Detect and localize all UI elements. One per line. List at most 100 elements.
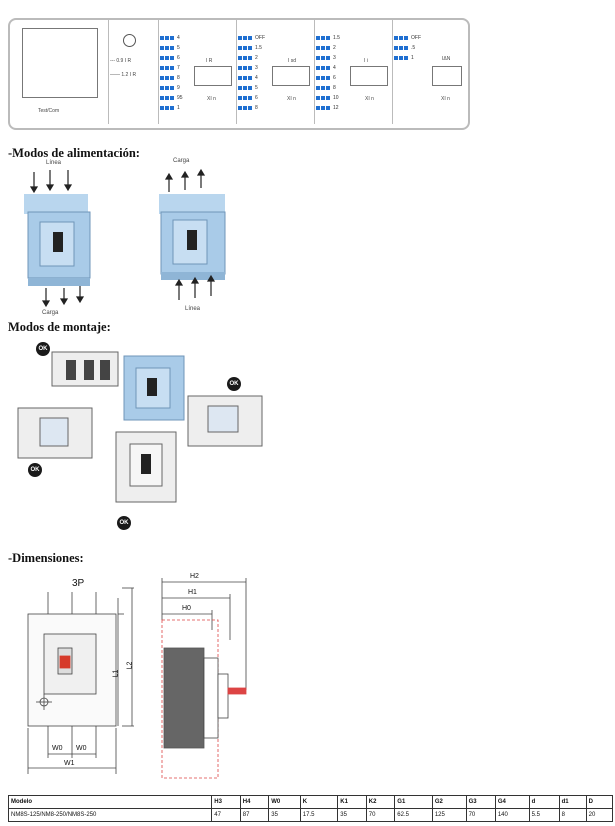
- mounting-illustration: [17, 351, 263, 503]
- label-l2: L2: [126, 661, 134, 670]
- dip-switch[interactable]: [248, 76, 252, 80]
- feed-bottom-line-label: Línea: [185, 306, 201, 312]
- dip-switch[interactable]: [170, 106, 174, 110]
- dip-switch[interactable]: [243, 86, 247, 90]
- dip-switch[interactable]: [160, 36, 164, 40]
- dip-switch[interactable]: [316, 76, 320, 80]
- dip-switch[interactable]: [160, 86, 164, 90]
- dip-switch[interactable]: [238, 76, 242, 80]
- dip-switch[interactable]: [248, 96, 252, 100]
- dip-switch[interactable]: [316, 56, 320, 60]
- dip-switch[interactable]: [243, 46, 247, 50]
- dip-switch[interactable]: [404, 46, 408, 50]
- dip-switch[interactable]: [238, 106, 242, 110]
- dip-switch[interactable]: [326, 66, 330, 70]
- dip-switch[interactable]: [165, 46, 169, 50]
- dip-switch[interactable]: [170, 96, 174, 100]
- dip-switch[interactable]: [326, 36, 330, 40]
- dip-switch[interactable]: [238, 46, 242, 50]
- dip-switch[interactable]: [404, 56, 408, 60]
- dip-switch[interactable]: [326, 46, 330, 50]
- dip-switch[interactable]: [170, 46, 174, 50]
- dip-step-label: 3: [255, 65, 258, 71]
- dip-switch[interactable]: [238, 96, 242, 100]
- dip-switch[interactable]: [160, 46, 164, 50]
- dip-switch[interactable]: [399, 56, 403, 60]
- dip-switch[interactable]: [316, 36, 320, 40]
- dip-switch[interactable]: [170, 86, 174, 90]
- dip-switch[interactable]: [326, 76, 330, 80]
- legend-12: —— 1.2 I R: [110, 72, 137, 78]
- dip-switch[interactable]: [326, 106, 330, 110]
- table-header-cell: K1: [337, 795, 367, 809]
- dip-switch[interactable]: [165, 96, 169, 100]
- dip-switch[interactable]: [165, 36, 169, 40]
- dip-switch[interactable]: [160, 106, 164, 110]
- dip-switch[interactable]: [394, 46, 398, 50]
- dip-switch[interactable]: [243, 76, 247, 80]
- dip-switch[interactable]: [160, 76, 164, 80]
- dip-switch[interactable]: [321, 86, 325, 90]
- dip-step-label: 6: [255, 95, 258, 101]
- dip-switch[interactable]: [165, 106, 169, 110]
- dip-switch[interactable]: [243, 56, 247, 60]
- dip-step-label: 2: [255, 55, 258, 61]
- dip-switch[interactable]: [321, 36, 325, 40]
- dip-step-label: 4: [255, 75, 258, 81]
- dip-switch[interactable]: [326, 56, 330, 60]
- dip-switch[interactable]: [243, 96, 247, 100]
- dip-switch[interactable]: [321, 56, 325, 60]
- dip-switch[interactable]: [394, 56, 398, 60]
- dip-switch[interactable]: [248, 106, 252, 110]
- table-cell: 70: [365, 808, 396, 822]
- dip-switch[interactable]: [316, 66, 320, 70]
- dip-switch[interactable]: [238, 36, 242, 40]
- dip-switch[interactable]: [321, 96, 325, 100]
- dip-switch[interactable]: [321, 46, 325, 50]
- dip-switch[interactable]: [321, 66, 325, 70]
- dip-switch[interactable]: [399, 46, 403, 50]
- dip-switch[interactable]: [404, 36, 408, 40]
- dip-switch[interactable]: [238, 66, 242, 70]
- breaker-body-2: [159, 194, 226, 280]
- breaker-upright-grey: [115, 431, 177, 503]
- dip-switch[interactable]: [316, 86, 320, 90]
- dip-switch[interactable]: [248, 36, 252, 40]
- dip-switch[interactable]: [248, 86, 252, 90]
- dip-switch[interactable]: [326, 86, 330, 90]
- dip-switch[interactable]: [316, 46, 320, 50]
- dip-switch[interactable]: [243, 36, 247, 40]
- dip-switch[interactable]: [321, 106, 325, 110]
- dip-switch[interactable]: [170, 66, 174, 70]
- dip-step-label: 3: [333, 55, 336, 61]
- table-cell: 87: [239, 808, 270, 822]
- dip-switch[interactable]: [248, 56, 252, 60]
- dip-switch[interactable]: [165, 56, 169, 60]
- dip-switch[interactable]: [170, 36, 174, 40]
- dip-switch[interactable]: [170, 56, 174, 60]
- dip-switch[interactable]: [399, 36, 403, 40]
- dip-switch[interactable]: [316, 96, 320, 100]
- dip-switch[interactable]: [248, 66, 252, 70]
- dip-switch[interactable]: [394, 36, 398, 40]
- dip-switch[interactable]: [248, 46, 252, 50]
- dip-switch[interactable]: [170, 76, 174, 80]
- dip-switch[interactable]: [165, 86, 169, 90]
- dip-switch[interactable]: [238, 86, 242, 90]
- dip-switch[interactable]: [326, 96, 330, 100]
- dip-switch[interactable]: [165, 76, 169, 80]
- isd-display: [272, 66, 310, 86]
- dip-switch[interactable]: [243, 106, 247, 110]
- dip-switch[interactable]: [160, 56, 164, 60]
- dip-step-label: 5: [255, 85, 258, 91]
- dip-switch[interactable]: [243, 66, 247, 70]
- dip-switch[interactable]: [316, 106, 320, 110]
- table-cell: 8: [558, 808, 587, 822]
- dip-switch[interactable]: [160, 96, 164, 100]
- dip-switch[interactable]: [238, 56, 242, 60]
- table-cell: 35: [337, 808, 367, 822]
- dip-switch[interactable]: [160, 66, 164, 70]
- dip-switch[interactable]: [165, 66, 169, 70]
- dip-switch[interactable]: [321, 76, 325, 80]
